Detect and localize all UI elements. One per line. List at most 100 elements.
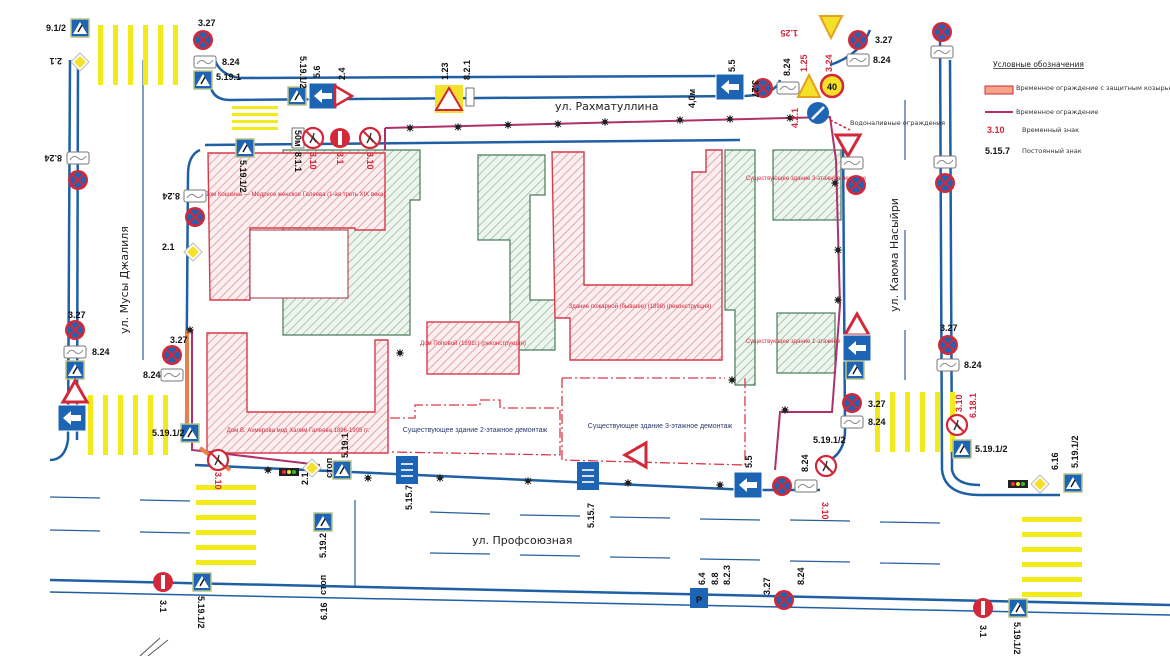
tow-truck-plate-icon[interactable] (776, 81, 800, 95)
sign-label: 5.15.7 (586, 503, 596, 528)
crosswalk-nw (98, 25, 178, 85)
sign-label: 8.24 (44, 153, 62, 163)
give-way-sign-icon[interactable] (61, 379, 89, 404)
no-pedestrians-sign-icon[interactable] (358, 126, 382, 150)
tow-truck-plate-icon[interactable] (933, 155, 957, 169)
tow-truck-plate-icon[interactable] (846, 53, 870, 67)
road-works-sign-icon[interactable] (818, 15, 844, 41)
sign-label: 3.27 (868, 399, 886, 409)
give-way-sign-icon[interactable] (843, 312, 871, 337)
pedestrian-crossing-sign-icon[interactable] (332, 460, 352, 480)
no-stopping-sign-icon[interactable] (160, 343, 184, 367)
no-stopping-sign-icon[interactable] (840, 391, 864, 415)
one-way-lane-sign-icon[interactable] (733, 471, 763, 499)
water-barrier-label: Водоналивные ограждения (850, 119, 945, 127)
sign-label: 8.8 (710, 572, 720, 585)
tow-truck-plate-icon[interactable] (840, 156, 864, 170)
pedestrian-crossing-sign-icon[interactable] (952, 439, 972, 459)
lane-direction-sign-icon[interactable] (57, 404, 87, 432)
pedestrian-crossing-sign-icon[interactable] (192, 572, 212, 592)
distance-plate-icon[interactable] (465, 87, 475, 107)
give-way-sign-icon[interactable] (333, 83, 355, 109)
no-stopping-sign-icon[interactable] (772, 588, 796, 612)
existing-building-ne (772, 149, 842, 221)
pedestrian-crossing-sign-icon[interactable] (70, 18, 90, 38)
no-pedestrians-sign-icon[interactable] (301, 126, 325, 150)
no-stopping-sign-icon[interactable] (191, 28, 215, 52)
speed-limit-sign-icon[interactable] (819, 73, 845, 99)
traffic-light-icon[interactable] (1008, 480, 1028, 488)
pedestrian-crossing-sign-icon[interactable] (1008, 598, 1028, 618)
lane-direction-sign-icon[interactable] (576, 461, 600, 491)
road-works-sign-icon[interactable] (796, 72, 822, 98)
no-stopping-sign-icon[interactable] (183, 205, 207, 229)
sign-label: 3.27 (762, 577, 772, 595)
street-name-south: ул. Профсоюзная (472, 534, 572, 547)
tow-truck-plate-icon[interactable] (160, 368, 184, 382)
sign-label: 3.27 (750, 80, 760, 98)
tow-truck-plate-icon[interactable] (193, 55, 217, 69)
no-stopping-sign-icon[interactable] (66, 168, 90, 192)
pedestrian-crossing-sign-icon[interactable] (845, 360, 865, 380)
no-stopping-sign-icon[interactable] (770, 474, 794, 498)
priority-road-sign-icon[interactable] (70, 52, 90, 72)
sign-label: 5.5 (744, 455, 754, 468)
sign-label: 5.19.1/2 (298, 56, 308, 89)
pedestrian-crossing-sign-icon[interactable] (193, 70, 213, 90)
tow-truck-plate-icon[interactable] (930, 45, 954, 59)
pedestrian-crossing-sign-icon[interactable] (235, 138, 255, 158)
no-entry-sign-icon[interactable] (153, 572, 173, 592)
no-pedestrians-sign-icon[interactable] (945, 413, 969, 437)
no-pedestrians-sign-icon[interactable] (206, 448, 230, 472)
pedestrian-crossing-sign-icon[interactable] (1063, 473, 1083, 493)
west-curb-left (66, 59, 72, 441)
narrowing-sign-icon[interactable] (623, 441, 648, 469)
sign-label: 8.24 (782, 58, 792, 76)
no-stopping-sign-icon[interactable] (846, 28, 870, 52)
no-stopping-sign-icon[interactable] (930, 20, 954, 44)
distance-label: 50м (293, 130, 303, 147)
buildings (206, 149, 842, 454)
lane-direction-sign-icon[interactable] (842, 334, 872, 362)
sign-label: 8.24 (964, 360, 982, 370)
speed-limit-value: 40 (827, 82, 837, 92)
priority-road-sign-icon[interactable] (1030, 474, 1050, 494)
tow-truck-plate-icon[interactable] (183, 189, 207, 203)
lane-direction-sign-icon[interactable] (395, 455, 419, 485)
no-stopping-sign-icon[interactable] (933, 171, 957, 195)
no-pedestrians-sign-icon[interactable] (814, 454, 838, 478)
street-name-north: ул. Рахматуллина (555, 100, 659, 113)
pedestrian-crossing-sign-icon[interactable] (313, 512, 333, 532)
tow-truck-plate-icon[interactable] (794, 479, 818, 493)
parking-sign-icon[interactable] (690, 588, 708, 608)
one-way-lane-sign-icon[interactable] (715, 73, 745, 101)
tow-truck-plate-icon[interactable] (66, 151, 90, 165)
east-curb-top (829, 29, 872, 67)
sign-label: 5.19.1/2 (813, 435, 846, 445)
legend-perm-sign-symbol: 5.15.7 (985, 146, 1010, 156)
sign-label: 5.19.2 (318, 533, 328, 558)
lane-direction-sign-icon[interactable] (308, 82, 338, 110)
pedestrian-crossing-sign-icon[interactable] (65, 360, 85, 380)
lane-markings (49, 60, 941, 587)
no-entry-sign-icon[interactable] (330, 128, 350, 148)
no-stopping-sign-icon[interactable] (936, 333, 960, 357)
label-building-fire-station: Здание пожарной (бывшее) (1898) (реконст… (569, 303, 712, 310)
no-stopping-sign-icon[interactable] (63, 318, 87, 342)
east-curb-right2 (948, 59, 981, 487)
sign-label: 3.24 (824, 54, 834, 72)
tow-truck-plate-icon[interactable] (63, 345, 87, 359)
crosswalks (88, 25, 1082, 597)
legend-temp-sign-symbol: 3.10 (987, 125, 1005, 135)
tow-truck-plate-icon[interactable] (936, 358, 960, 372)
sign-label: 3.10 (365, 152, 375, 170)
no-entry-sign-icon[interactable] (973, 598, 993, 618)
no-stopping-sign-icon[interactable] (844, 173, 868, 197)
street-name-west: ул. Мусы Джалиля (118, 226, 131, 334)
sign-label: 5.19.1/2 (975, 444, 1008, 454)
north-curb-inner (204, 138, 741, 147)
tow-truck-plate-icon[interactable] (840, 415, 864, 429)
building-ahmerov (206, 332, 389, 454)
traffic-light-icon[interactable] (279, 468, 299, 476)
pedestrian-crossing-sign-icon[interactable] (287, 86, 307, 106)
